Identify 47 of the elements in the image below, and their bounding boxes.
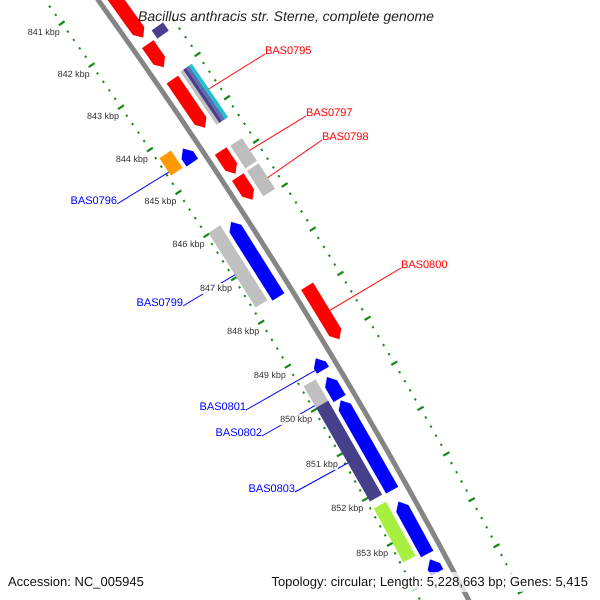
position-label: 851 kbp	[306, 458, 338, 470]
leader-line	[246, 370, 316, 410]
gene-pentagon	[166, 76, 206, 128]
gene-bar	[152, 22, 169, 39]
leader-line	[208, 54, 266, 90]
accession-text: Accession: NC_005945	[8, 573, 144, 591]
position-label: 846 kbp	[172, 239, 204, 250]
position-label: 852 kbp	[331, 503, 364, 514]
leader-line	[294, 462, 348, 492]
gene-label: BAS0801	[200, 400, 246, 414]
map-title: Bacillus anthracis str. Sterne, complete genome	[138, 7, 434, 25]
gene-label: BAS0803	[248, 482, 295, 496]
position-label: 841 kbp	[28, 27, 60, 38]
gene-label: BAS0795	[265, 44, 312, 58]
position-label: 847 kbp	[200, 282, 232, 294]
gene-label: BAS0800	[401, 258, 448, 272]
gene-pentagon	[142, 40, 165, 68]
gene-pentagon	[314, 358, 329, 374]
gene-label: BAS0799	[136, 296, 183, 310]
gene-pentagon	[338, 400, 398, 494]
gene-bar	[374, 502, 416, 562]
gene-pentagon	[301, 282, 342, 340]
gene-label: BAS0796	[70, 194, 117, 208]
position-label: 843 kbp	[86, 111, 119, 122]
leader-line	[249, 116, 306, 151]
gene-pentagon	[214, 147, 237, 174]
position-label: 849 kbp	[254, 370, 286, 382]
gene-bar	[304, 379, 328, 408]
leader-line	[267, 140, 322, 178]
position-label: 845 kbp	[144, 196, 176, 208]
gene-bar	[230, 138, 257, 168]
position-label: 848 kbp	[227, 326, 260, 338]
gene-bar	[159, 150, 183, 176]
gene-bar	[246, 163, 276, 196]
gene-label: BAS0802	[216, 426, 262, 440]
leader-line	[116, 172, 170, 204]
position-label: 842 kbp	[58, 69, 90, 80]
gene-pentagon	[232, 173, 254, 200]
gene-pentagon	[396, 502, 434, 558]
position-label: 853 kbp	[356, 548, 388, 560]
gene-label: BAS0797	[306, 106, 352, 120]
position-label: 850 kbp	[280, 414, 312, 426]
leader-line	[329, 268, 402, 311]
gene-pentagon	[325, 377, 346, 402]
gene-bar	[180, 64, 228, 125]
position-label: 844 kbp	[116, 154, 148, 165]
gene-label: BAS0798	[322, 130, 368, 144]
